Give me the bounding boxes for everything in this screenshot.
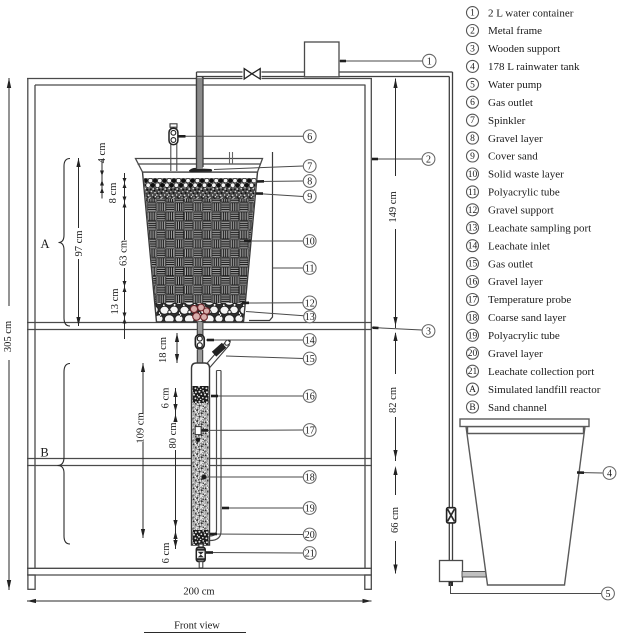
svg-text:63 cm: 63 cm xyxy=(119,240,130,266)
svg-text:178 L rainwater tank: 178 L rainwater tank xyxy=(488,61,580,73)
svg-text:Cover sand: Cover sand xyxy=(488,151,538,163)
svg-text:6: 6 xyxy=(307,132,312,143)
svg-text:17: 17 xyxy=(468,296,478,306)
svg-text:3: 3 xyxy=(426,327,431,338)
svg-text:66 cm: 66 cm xyxy=(390,507,401,533)
svg-text:21: 21 xyxy=(468,367,478,377)
svg-text:18 cm: 18 cm xyxy=(158,337,169,363)
svg-text:16: 16 xyxy=(468,278,478,288)
svg-text:13 cm: 13 cm xyxy=(110,289,121,315)
svg-text:Water pump: Water pump xyxy=(488,79,542,91)
svg-text:Sand channel: Sand channel xyxy=(488,402,547,414)
svg-text:Polyacrylic tube: Polyacrylic tube xyxy=(488,187,560,199)
svg-text:Solid waste layer: Solid waste layer xyxy=(488,169,564,181)
svg-text:Wooden support: Wooden support xyxy=(488,43,560,55)
svg-text:Gravel support: Gravel support xyxy=(488,205,554,217)
svg-text:13: 13 xyxy=(305,312,315,323)
svg-text:Gravel layer: Gravel layer xyxy=(488,276,543,288)
svg-text:Simulated landfill reactor: Simulated landfill reactor xyxy=(488,384,601,396)
svg-text:Gas outlet: Gas outlet xyxy=(488,258,533,270)
svg-text:18: 18 xyxy=(468,313,478,323)
svg-text:11: 11 xyxy=(468,188,477,198)
svg-text:4: 4 xyxy=(470,62,475,72)
svg-text:109 cm: 109 cm xyxy=(136,412,147,443)
svg-text:10: 10 xyxy=(468,170,478,180)
svg-text:B: B xyxy=(469,403,475,413)
svg-text:149 cm: 149 cm xyxy=(388,191,399,222)
svg-text:10: 10 xyxy=(305,237,315,248)
svg-text:13: 13 xyxy=(468,224,478,234)
svg-text:5: 5 xyxy=(606,589,611,600)
svg-text:2: 2 xyxy=(426,155,431,166)
svg-text:Metal frame: Metal frame xyxy=(488,25,542,37)
svg-text:Leachate sampling port: Leachate sampling port xyxy=(488,222,591,234)
svg-text:9: 9 xyxy=(307,192,312,203)
svg-text:2: 2 xyxy=(470,27,475,37)
svg-text:Gas outlet: Gas outlet xyxy=(488,97,533,109)
svg-text:3: 3 xyxy=(470,45,475,55)
svg-text:A: A xyxy=(40,237,49,251)
svg-text:4 cm: 4 cm xyxy=(97,143,108,164)
svg-text:Coarse sand layer: Coarse sand layer xyxy=(488,312,567,324)
svg-text:4: 4 xyxy=(607,469,612,480)
svg-text:8: 8 xyxy=(307,177,312,188)
svg-text:21: 21 xyxy=(305,549,315,560)
svg-text:11: 11 xyxy=(305,264,315,275)
svg-text:16: 16 xyxy=(305,392,315,403)
svg-text:12: 12 xyxy=(468,206,478,216)
svg-text:Gravel layer: Gravel layer xyxy=(488,133,543,145)
svg-text:Polyacrylic tube: Polyacrylic tube xyxy=(488,330,560,342)
svg-text:17: 17 xyxy=(305,426,315,437)
svg-text:82 cm: 82 cm xyxy=(388,387,399,413)
svg-text:18: 18 xyxy=(305,473,315,484)
svg-text:B: B xyxy=(40,446,48,460)
svg-text:2 L water container: 2 L water container xyxy=(488,7,574,19)
svg-text:80 cm: 80 cm xyxy=(168,423,179,449)
svg-text:19: 19 xyxy=(305,504,315,515)
svg-text:8: 8 xyxy=(470,134,475,144)
svg-text:7: 7 xyxy=(307,162,312,173)
svg-text:1: 1 xyxy=(470,9,475,19)
svg-text:14: 14 xyxy=(305,336,315,347)
svg-text:Leachate collection port: Leachate collection port xyxy=(488,366,594,378)
svg-text:12: 12 xyxy=(305,298,315,309)
svg-text:6 cm: 6 cm xyxy=(161,388,172,409)
svg-text:Temperature probe: Temperature probe xyxy=(488,294,571,306)
svg-text:A: A xyxy=(469,385,476,395)
svg-text:7: 7 xyxy=(470,116,475,126)
svg-text:6 cm: 6 cm xyxy=(161,543,172,564)
svg-text:20: 20 xyxy=(305,530,315,541)
svg-text:20: 20 xyxy=(468,349,478,359)
svg-text:19: 19 xyxy=(468,331,478,341)
svg-text:1: 1 xyxy=(427,57,432,68)
svg-text:8 cm: 8 cm xyxy=(108,183,119,204)
svg-text:Front view: Front view xyxy=(174,621,220,632)
svg-text:9: 9 xyxy=(470,152,475,162)
svg-text:Gravel layer: Gravel layer xyxy=(488,348,543,360)
svg-text:6: 6 xyxy=(470,98,475,108)
svg-text:14: 14 xyxy=(468,242,478,252)
svg-text:15: 15 xyxy=(468,260,478,270)
svg-text:Spinkler: Spinkler xyxy=(488,115,526,127)
svg-text:305 cm: 305 cm xyxy=(3,321,14,352)
svg-text:5: 5 xyxy=(470,80,475,90)
svg-text:97 cm: 97 cm xyxy=(74,231,85,257)
svg-text:Leachate inlet: Leachate inlet xyxy=(488,240,550,252)
svg-text:200 cm: 200 cm xyxy=(183,587,214,598)
svg-text:15: 15 xyxy=(305,354,315,365)
